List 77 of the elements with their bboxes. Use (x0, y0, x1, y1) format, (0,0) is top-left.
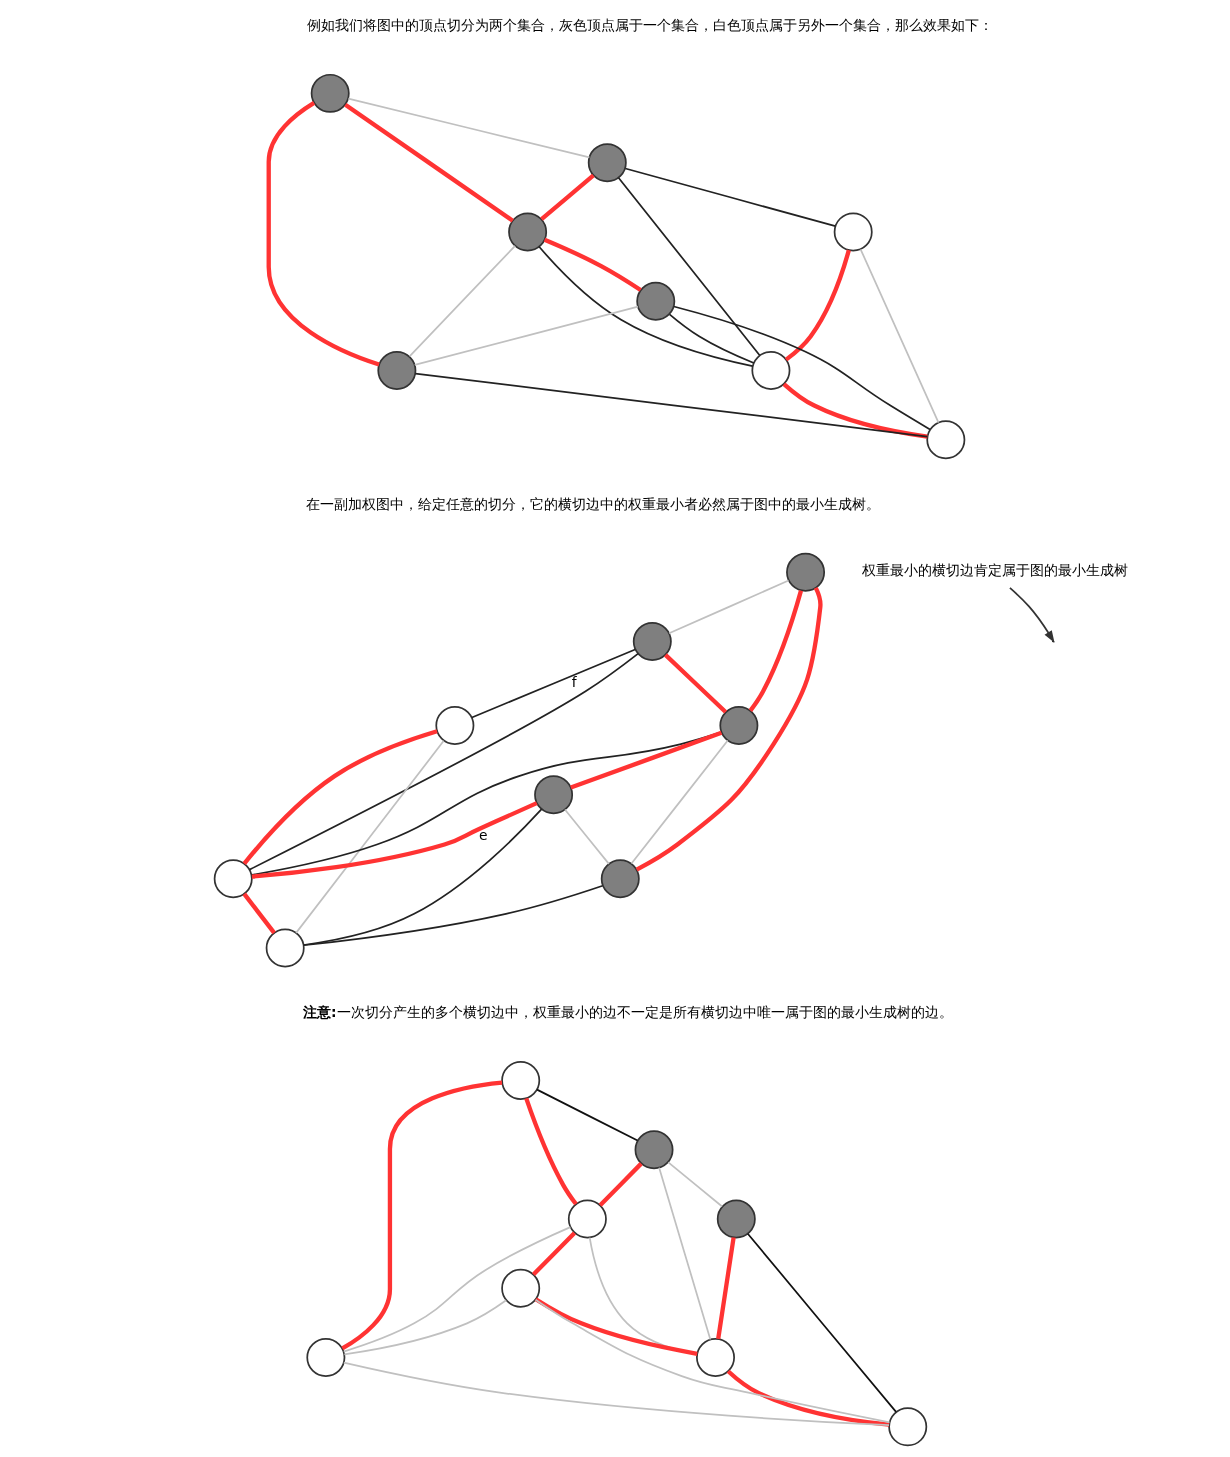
connector (414, 372, 928, 438)
connector (746, 1232, 897, 1413)
connector (859, 248, 939, 424)
node-circle (925, 420, 965, 460)
node-circle (833, 212, 873, 252)
connector (408, 245, 516, 358)
node-circle (695, 1338, 735, 1378)
node-text: 权重最小的横切边肯定属于图的最小生成树 (861, 562, 1128, 579)
connector (340, 1080, 502, 1351)
connector (598, 1162, 643, 1207)
connector (343, 102, 514, 223)
connector (726, 1369, 889, 1427)
node-circle (507, 212, 547, 252)
connector (563, 808, 610, 865)
label: 例如我们将图中的顶点切分为两个集合，灰色顶点属于一个集合，白色顶点属于另外一个集合，那么效果如下： (306, 17, 993, 34)
connector (535, 1088, 638, 1142)
node-circle (500, 1268, 540, 1308)
label: 在一副加权图中，给定任意的切分，它的横切边中的权重最小者必然属于图中的最小生成树。 (305, 496, 880, 513)
node-circle (785, 552, 825, 592)
connector (748, 589, 803, 712)
connector (470, 648, 636, 719)
connector (539, 173, 595, 221)
node-circle (434, 706, 474, 745)
connector (534, 1298, 890, 1424)
connector (342, 1299, 507, 1356)
edge-label: e (478, 827, 488, 844)
arrow (1008, 587, 1055, 643)
label: 注意:一次切分产生的多个横切边中，权重最小的边不一定是所有横切边中唯一属于图的最小生成树的边。 (302, 1003, 953, 1020)
connector (624, 167, 836, 228)
connector (617, 176, 760, 357)
connector (248, 652, 639, 871)
node-circle (310, 73, 350, 113)
connector (543, 237, 642, 292)
connector (294, 739, 445, 934)
connector (663, 653, 727, 714)
connector (635, 586, 823, 872)
connector (531, 1231, 576, 1276)
connector (342, 1226, 571, 1353)
connector (266, 101, 380, 367)
connector (251, 801, 538, 879)
connector (668, 313, 755, 364)
node-circle (587, 143, 627, 183)
connector (534, 1297, 698, 1356)
node-circle (213, 859, 253, 899)
connector (250, 731, 722, 876)
node-circle (716, 1199, 756, 1239)
connector (347, 97, 590, 159)
connector (657, 1166, 711, 1341)
connector (782, 382, 928, 439)
node-circle (887, 1407, 927, 1447)
node-circle (632, 622, 672, 661)
node-circle (750, 350, 790, 390)
connector (667, 579, 789, 635)
connector (569, 730, 722, 790)
connector (523, 1097, 578, 1206)
connector (413, 305, 639, 366)
connector (672, 305, 931, 431)
node-circle (265, 928, 305, 968)
connector (302, 884, 603, 947)
node-circle (305, 1338, 345, 1378)
node-circle (376, 350, 416, 390)
node-circle (634, 1130, 673, 1170)
connector (242, 729, 438, 865)
connector (784, 249, 851, 362)
node-circle (500, 1061, 540, 1100)
node-circle (567, 1199, 607, 1239)
connector (630, 739, 729, 865)
node-circle (533, 775, 573, 815)
node-circle (718, 706, 758, 745)
connector (537, 245, 753, 367)
connector (715, 1237, 736, 1340)
connector (342, 1361, 890, 1427)
connector (242, 892, 276, 935)
node-circle (600, 859, 640, 899)
connector (667, 1161, 723, 1208)
edge-label: f (571, 673, 577, 690)
node-circle (635, 281, 675, 321)
